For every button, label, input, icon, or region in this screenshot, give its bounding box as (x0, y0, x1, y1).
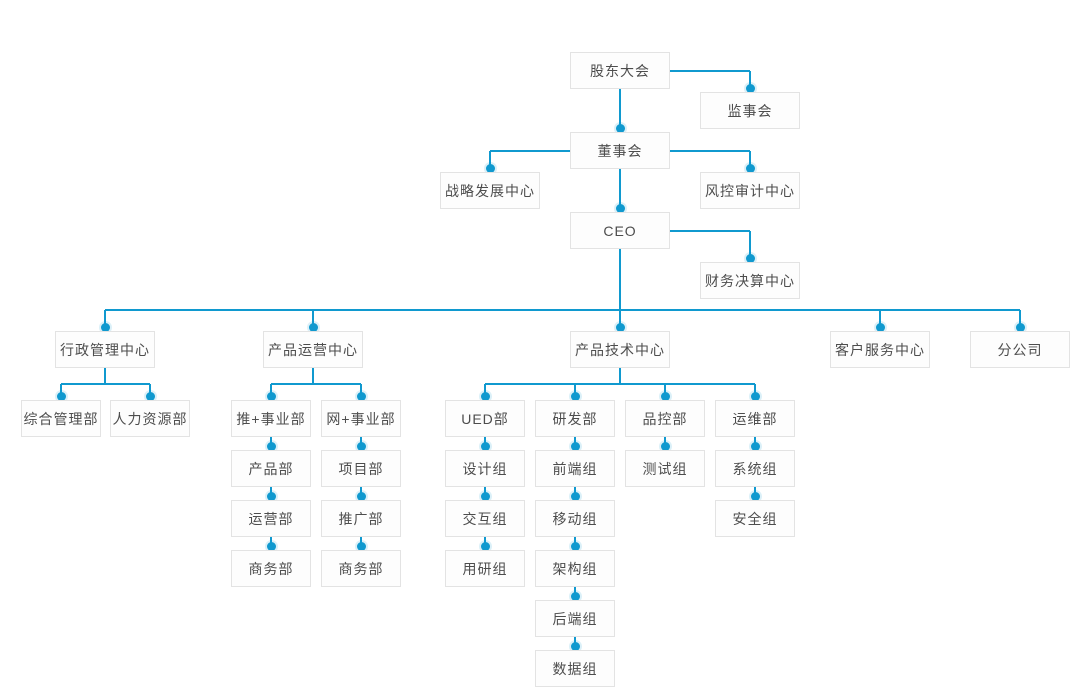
connector-line (619, 169, 621, 212)
org-node-ceo: CEO (570, 212, 670, 249)
connector-dot (570, 591, 580, 601)
connector-dot (570, 391, 580, 401)
org-node-tui-division: 推+事业部 (231, 400, 311, 437)
connector-dot (570, 541, 580, 551)
connector-line (271, 383, 361, 385)
connector-dot (100, 322, 110, 332)
connector-line (749, 150, 751, 172)
connector-line (312, 368, 314, 384)
connector-dot (308, 322, 318, 332)
org-node-business-dept-2: 商务部 (321, 550, 401, 587)
connector-dot (145, 391, 155, 401)
org-node-user-research-group: 用研组 (445, 550, 525, 587)
connector-line (619, 310, 621, 331)
connector-line (104, 310, 106, 331)
connector-line (489, 150, 491, 172)
connector-dot (570, 641, 580, 651)
org-node-ops-dept: 运维部 (715, 400, 795, 437)
org-node-hr: 人力资源部 (110, 400, 190, 437)
connector-line (670, 149, 750, 152)
connector-dot (745, 253, 755, 263)
org-node-branch: 分公司 (970, 331, 1070, 368)
connector-dot (750, 441, 760, 451)
org-node-ued-dept: UED部 (445, 400, 525, 437)
connector-dot (570, 491, 580, 501)
connector-line (619, 89, 621, 132)
connector-dot (266, 441, 276, 451)
connector-dot (615, 322, 625, 332)
connector-line (619, 368, 621, 384)
connector-line (490, 149, 570, 152)
org-node-admin-center: 行政管理中心 (55, 331, 155, 368)
org-node-mobile-group: 移动组 (535, 500, 615, 537)
org-node-supervisors: 监事会 (700, 92, 800, 129)
connector-line (749, 70, 751, 92)
connector-dot (266, 491, 276, 501)
connector-dot (660, 391, 670, 401)
connector-dot (750, 491, 760, 501)
org-node-backend-group: 后端组 (535, 600, 615, 637)
connector-dot (660, 441, 670, 451)
connector-dot (356, 391, 366, 401)
connector-dot (356, 491, 366, 501)
connector-dot (615, 123, 625, 133)
connector-line (104, 368, 106, 384)
org-node-product-tech-center: 产品技术中心 (570, 331, 670, 368)
connector-dot (745, 83, 755, 93)
org-node-design-group: 设计组 (445, 450, 525, 487)
connector-dot (266, 391, 276, 401)
connector-line (485, 383, 755, 385)
connector-dot (56, 391, 66, 401)
org-node-product-dept: 产品部 (231, 450, 311, 487)
connector-dot (356, 541, 366, 551)
connector-dot (266, 541, 276, 551)
connector-dot (485, 163, 495, 173)
connector-line (312, 310, 314, 331)
connector-dot (480, 491, 490, 501)
connector-line (61, 383, 150, 385)
org-node-test-group: 测试组 (625, 450, 705, 487)
connector-dot (1015, 322, 1025, 332)
connector-dot (745, 163, 755, 173)
org-node-architecture-group: 架构组 (535, 550, 615, 587)
org-node-qc-dept: 品控部 (625, 400, 705, 437)
org-node-frontend-group: 前端组 (535, 450, 615, 487)
org-node-data-group: 数据组 (535, 650, 615, 687)
org-node-operations-dept: 运营部 (231, 500, 311, 537)
connector-line (670, 69, 750, 72)
org-node-finance: 财务决算中心 (700, 262, 800, 299)
org-node-board: 董事会 (570, 132, 670, 169)
connector-line (619, 249, 621, 310)
org-node-product-ops-center: 产品运营中心 (263, 331, 363, 368)
org-node-system-group: 系统组 (715, 450, 795, 487)
connector-dot (615, 203, 625, 213)
org-node-shareholders: 股东大会 (570, 52, 670, 89)
org-node-strategy: 战略发展中心 (440, 172, 540, 209)
connector-dot (480, 391, 490, 401)
org-node-general-mgmt: 综合管理部 (21, 400, 101, 437)
org-node-interaction-group: 交互组 (445, 500, 525, 537)
connector-dot (480, 441, 490, 451)
connector-line (879, 310, 881, 331)
org-node-business-dept-1: 商务部 (231, 550, 311, 587)
org-node-rd-dept: 研发部 (535, 400, 615, 437)
org-node-wang-division: 网+事业部 (321, 400, 401, 437)
connector-line (105, 309, 1020, 311)
org-node-security-group: 安全组 (715, 500, 795, 537)
connector-line (1019, 310, 1021, 331)
org-node-project-dept: 项目部 (321, 450, 401, 487)
connector-dot (875, 322, 885, 332)
org-node-promotion-dept: 推广部 (321, 500, 401, 537)
connector-dot (750, 391, 760, 401)
connector-dot (570, 441, 580, 451)
connector-dot (480, 541, 490, 551)
org-node-risk-audit: 风控审计中心 (700, 172, 800, 209)
connector-line (749, 230, 751, 262)
org-node-customer-service-center: 客户服务中心 (830, 331, 930, 368)
connector-dot (356, 441, 366, 451)
connector-line (670, 229, 750, 232)
